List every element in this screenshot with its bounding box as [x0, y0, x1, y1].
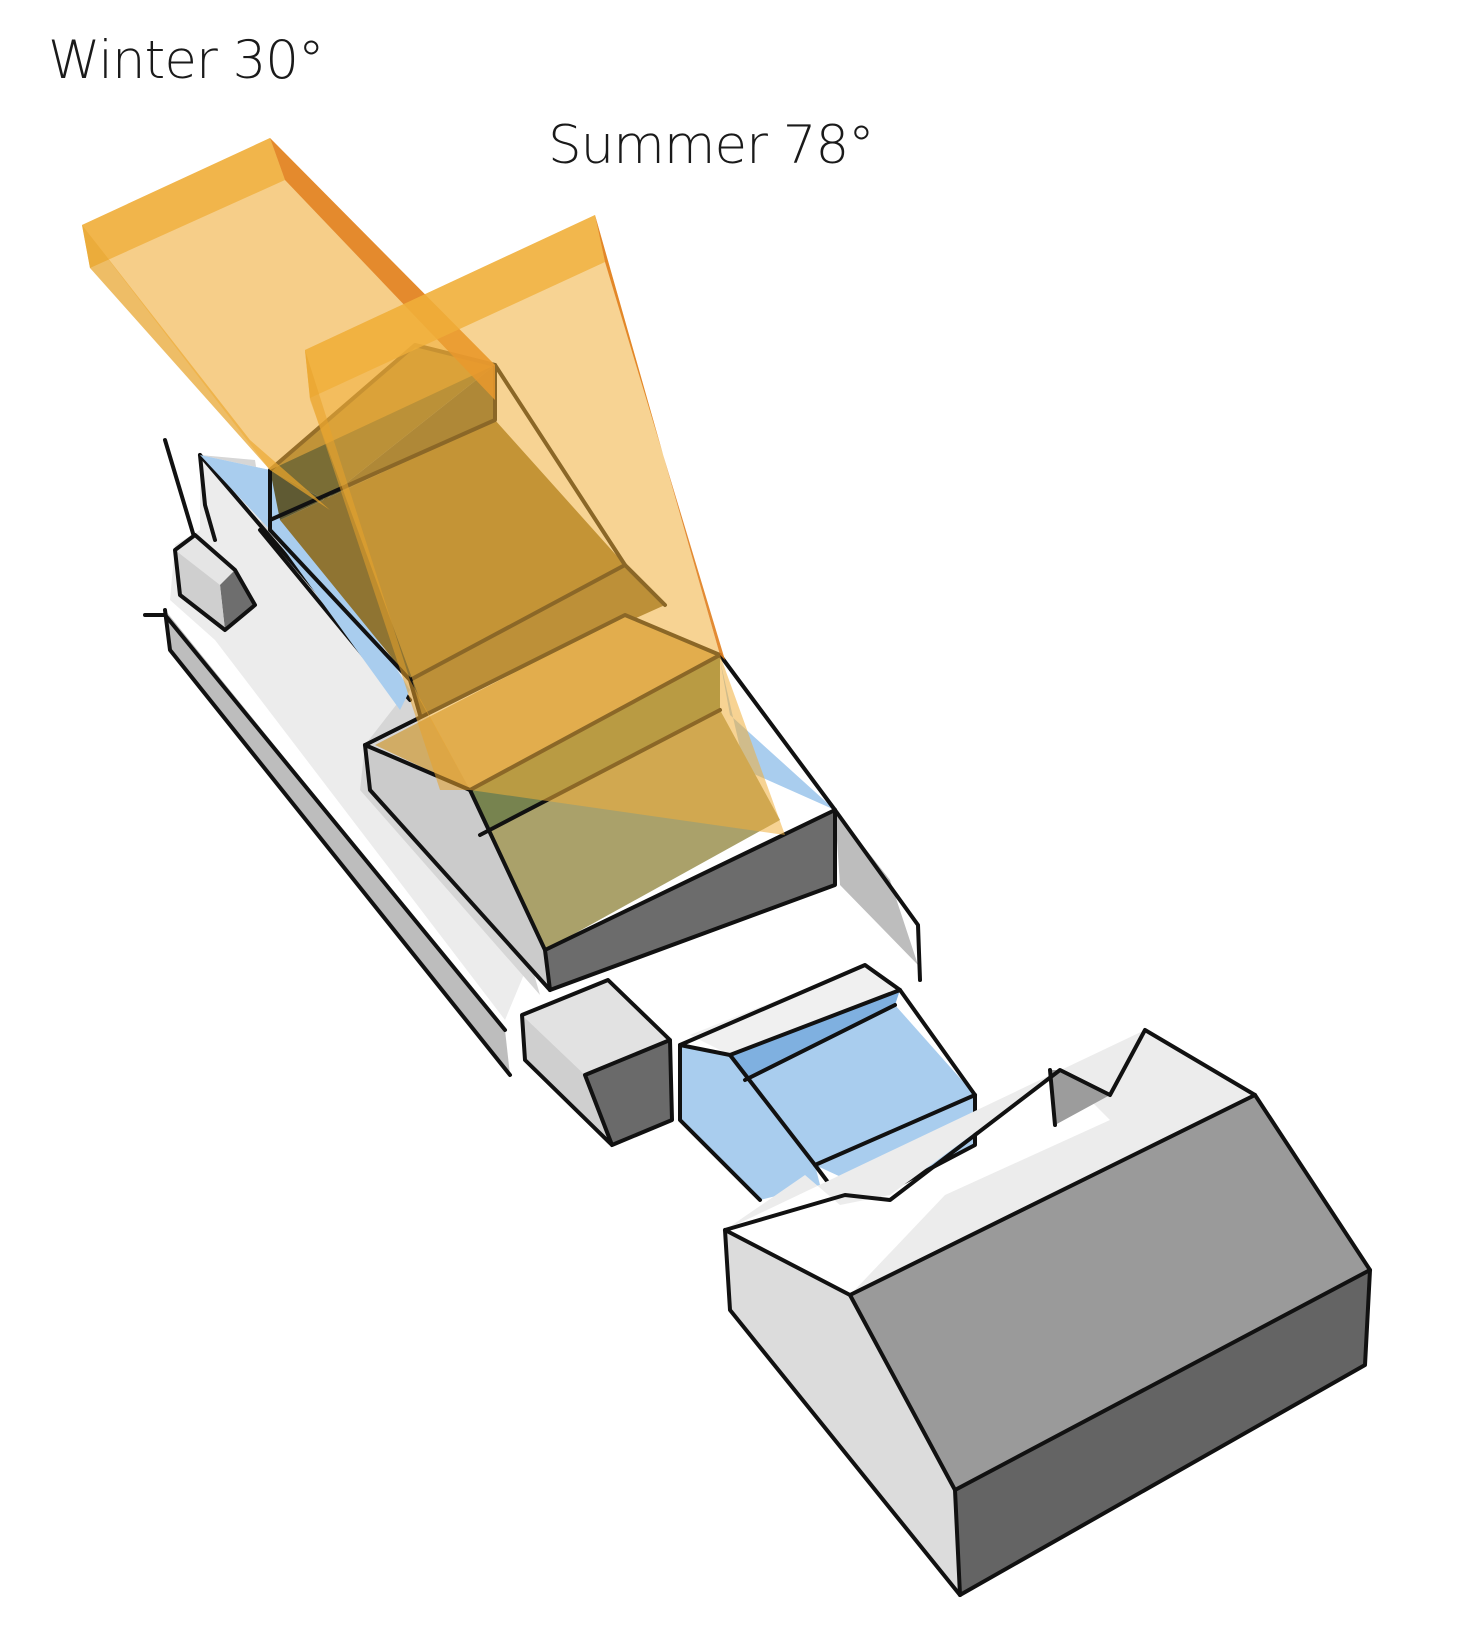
middle-box-side	[365, 745, 550, 990]
pavilion-glazing-left	[680, 1045, 820, 1200]
connector-cube-top	[522, 980, 670, 1075]
south-block-side	[725, 1230, 960, 1595]
pavilion-roof	[690, 965, 900, 1055]
south-block-notch	[1050, 1070, 1110, 1125]
left-wing-outer-wall	[165, 610, 510, 1075]
small-dormer-wall	[220, 570, 255, 630]
upper-glazing-left	[200, 455, 410, 710]
south-block	[723, 1028, 1372, 1597]
middle-box-front	[545, 810, 835, 990]
small-dormer-roof	[175, 535, 235, 585]
middle-box-right-wing	[835, 810, 918, 965]
south-block-roof	[725, 1030, 1255, 1295]
pavilion-skylight	[730, 990, 900, 1080]
summer-sun-ray	[305, 215, 785, 835]
pavilion-glazing-top	[745, 1005, 975, 1165]
lower-glazed-pavilion	[678, 963, 977, 1202]
connector-cube-side	[522, 1015, 612, 1145]
summer-angle-label: Summer 78°	[548, 115, 875, 176]
summer-ray-body	[305, 215, 785, 835]
upper-box-face	[270, 365, 495, 520]
winter-angle-label: Winter 30°	[48, 30, 325, 91]
south-block-front	[955, 1270, 1370, 1595]
south-block-slope	[850, 1095, 1370, 1490]
small-dormer-side	[175, 550, 225, 630]
